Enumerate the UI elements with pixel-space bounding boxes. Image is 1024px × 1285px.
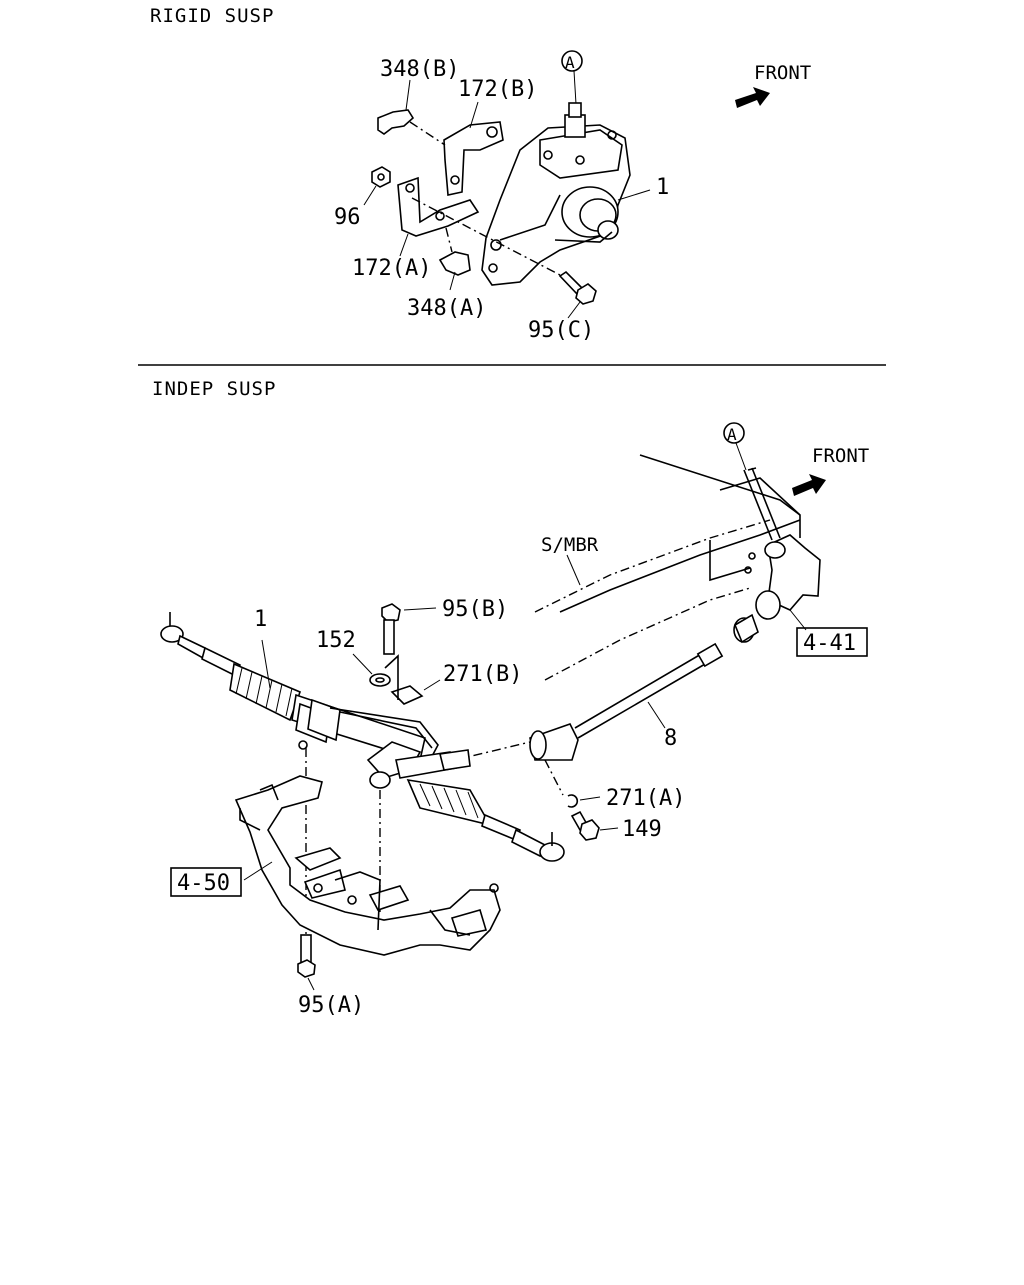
rigid-front-label: FRONT [754,62,811,84]
rigid-susp-title: RIGID SUSP [150,5,274,27]
svg-text:A: A [727,425,737,444]
rigid-bracket-172a [397,176,480,257]
indep-callout-271b: 271(B) [443,662,522,687]
rigid-callout-95c: 95(C) [528,318,594,343]
indep-front-arrow-icon [792,474,826,496]
ref-4-50-box: 4-50 [170,867,242,897]
indep-intermediate-shaft-8 [529,642,724,761]
indep-callout-1: 1 [254,607,267,632]
indep-front-frame [234,775,501,956]
indep-rack-and-pinion [160,612,565,862]
indep-callout-95a: 95(A) [298,993,364,1018]
rigid-front-arrow-icon [735,87,770,108]
rigid-callout-348a: 348(A) [407,296,486,321]
indep-callout-271a: 271(A) [606,786,685,811]
rigid-bolt-95c [558,270,597,319]
indep-bolt-95b [381,603,437,655]
indep-callout-95b: 95(B) [442,597,508,622]
svg-text:A: A [565,53,575,72]
indep-upper-shaft [743,467,781,541]
mount-shim [384,654,399,700]
rigid-callout-172b: 172(B) [458,77,537,102]
svg-text:4-41: 4-41 [803,631,856,656]
indep-front-label: FRONT [812,445,869,467]
rigid-ref-a-callout: A [561,50,583,105]
rigid-callout-348b: 348(B) [380,57,459,82]
indep-intermediate-joint [733,534,821,644]
rigid-callout-1: 1 [656,175,669,200]
rigid-clip-348a [438,251,471,291]
ref-4-41-box: 4-41 [796,627,868,657]
svg-text:4-50: 4-50 [177,871,230,896]
rigid-callout-96: 96 [334,205,361,230]
indep-callout-149: 149 [622,817,662,842]
rigid-clip-348b [377,79,415,135]
indep-callout-8: 8 [664,726,677,751]
rigid-callout-172a: 172(A) [352,256,431,281]
indep-callout-152: 152 [316,628,356,653]
indep-washer-152 [352,653,391,687]
indep-plate-271b [390,679,441,705]
rigid-bracket-172b [443,101,504,196]
indep-snap-ring-271a [544,759,601,808]
indep-susp-title: INDEP SUSP [152,378,276,400]
crossmember-label: S/MBR [541,534,599,556]
indep-crossmember [534,454,801,681]
indep-bolt-149 [570,810,619,841]
indep-bolt-95a [297,934,316,991]
rigid-nut-96 [363,166,391,206]
rigid-steering-gear-box [481,102,651,286]
indep-ref-a-callout: A [723,422,747,471]
